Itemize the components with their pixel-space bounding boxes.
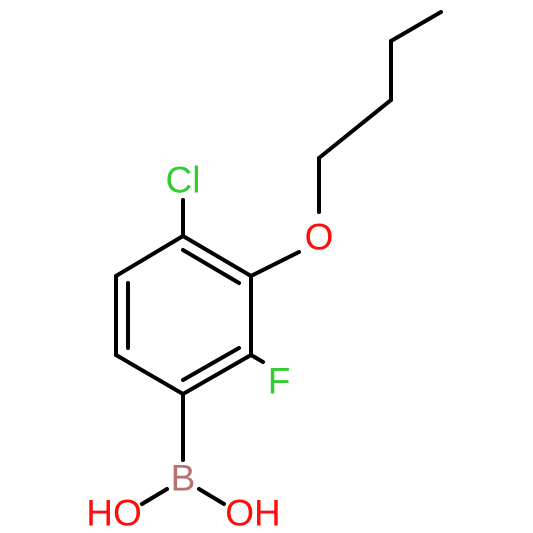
fluorine-label: F (268, 361, 291, 402)
hydroxyl-left-label: HO (86, 493, 142, 533)
bond-ring-inner-c3-c4 (181, 248, 241, 285)
bond-b-oh-right (197, 487, 226, 506)
bond-ring-c3-c4 (181, 234, 253, 278)
chlorine-label: Cl (166, 160, 201, 201)
bond-ring-c4-c5 (114, 234, 185, 278)
bond-ring-f (249, 353, 265, 364)
bond-o-ring (249, 250, 301, 278)
boron-label: B (171, 458, 196, 499)
bond-ring-c1-c2 (181, 353, 253, 396)
bonds (114, 10, 443, 506)
bond-b-oh-left (140, 487, 169, 506)
bond-butyl-c4-c3 (389, 10, 443, 43)
bond-butyl-c2-c1 (317, 98, 393, 160)
ether-oxygen-label: O (305, 217, 334, 258)
bond-ring-c6-c1 (114, 353, 185, 396)
hydroxyl-right-label: OH (225, 493, 281, 533)
atom-labels: Cl O F B HO OH (86, 160, 333, 533)
bond-ring-inner-c1-c2 (181, 346, 241, 382)
